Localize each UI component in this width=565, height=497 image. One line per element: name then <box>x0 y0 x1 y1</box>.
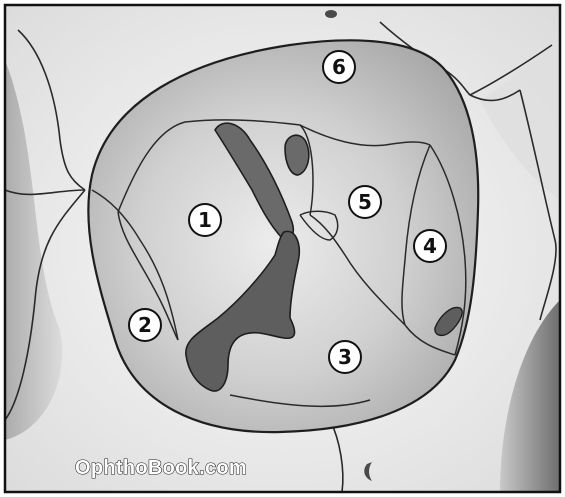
region-label-4: 4 <box>414 230 446 262</box>
region-label-2: 2 <box>129 309 161 341</box>
region-label-6-text: 6 <box>332 55 346 79</box>
region-label-5: 5 <box>349 186 381 218</box>
region-label-5-text: 5 <box>358 190 372 214</box>
top-foramen <box>325 10 337 18</box>
region-label-1: 1 <box>189 204 221 236</box>
region-label-3-text: 3 <box>338 345 352 369</box>
region-label-3: 3 <box>329 341 361 373</box>
watermark: OphthoBook.com <box>75 457 247 479</box>
region-label-1-text: 1 <box>198 208 212 232</box>
region-label-4-text: 4 <box>423 234 437 258</box>
region-label-2-text: 2 <box>138 313 152 337</box>
region-label-6: 6 <box>323 51 355 83</box>
